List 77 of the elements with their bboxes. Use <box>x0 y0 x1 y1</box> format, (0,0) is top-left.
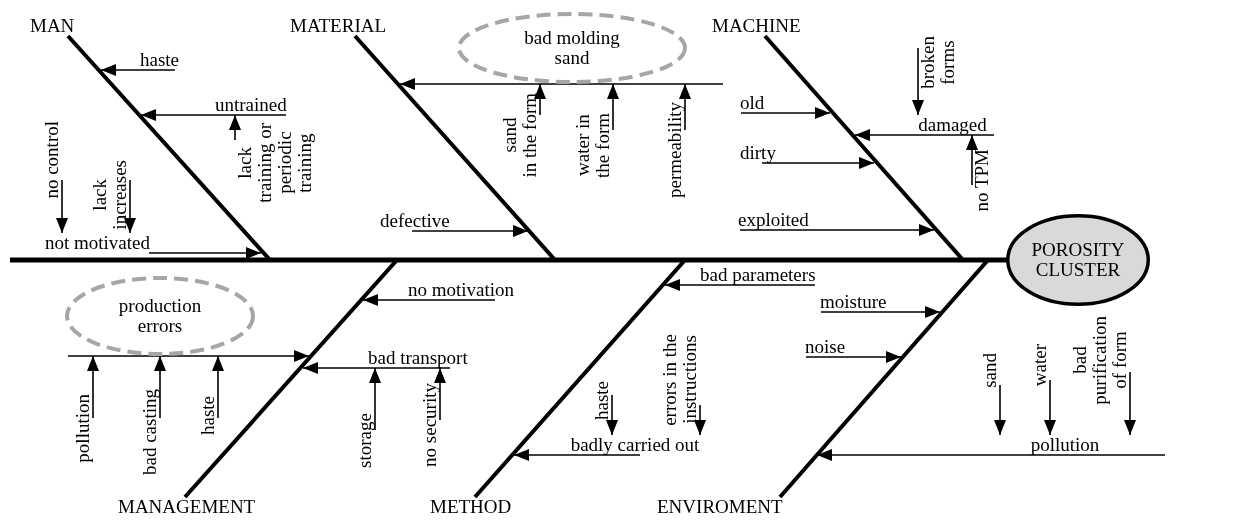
cause-label: sand <box>980 352 1000 388</box>
cause-label: broken forms <box>918 35 958 89</box>
category-label: ENVIROMENT <box>657 497 783 517</box>
cause-label: untrained <box>215 95 287 115</box>
cause-label: haste <box>198 395 218 435</box>
problem-ellipse: POROSITY CLUSTER <box>1006 214 1150 306</box>
grouping-ellipse: production errors <box>65 276 255 356</box>
cause-label: no TPM <box>972 149 992 212</box>
cause-label: pollution <box>73 393 93 463</box>
arrow <box>87 355 99 419</box>
cause-label: lack increases <box>90 160 130 230</box>
cause-label: noise <box>805 337 846 357</box>
arrow <box>154 355 166 419</box>
cause-label: storage <box>355 412 375 468</box>
cause-label: not motivated <box>45 233 150 253</box>
cause-label: dirty <box>740 143 776 163</box>
arrow <box>411 225 529 237</box>
arrow <box>1124 371 1136 436</box>
arrow <box>56 179 68 234</box>
arrow <box>761 157 875 169</box>
cause-label: badly carried out <box>555 435 715 455</box>
cause-label: bad transport <box>368 348 468 368</box>
arrow <box>694 404 706 436</box>
arrow <box>148 247 262 259</box>
cause-label: sand in the form <box>500 93 540 178</box>
arrow <box>534 83 546 116</box>
cause-label: water in the form <box>573 112 613 178</box>
arrow <box>100 64 176 76</box>
cause-label: water <box>1030 344 1050 387</box>
cause-label: bad parameters <box>700 265 816 285</box>
cause-label: defective <box>380 211 450 231</box>
cause-label: errors in the instructions <box>660 334 700 426</box>
arrow <box>140 109 287 121</box>
cause-label: no control <box>42 121 62 199</box>
arrow <box>664 279 816 291</box>
arrow <box>212 355 224 419</box>
arrow <box>816 449 1166 461</box>
arrow <box>369 367 381 431</box>
cause-label: no motivation <box>408 280 515 300</box>
arrow <box>302 362 451 374</box>
arrow <box>434 367 446 421</box>
arrow <box>362 294 496 306</box>
category-label: MAN <box>30 16 75 36</box>
cause-label: haste <box>592 380 612 420</box>
cause-label: no security <box>420 383 440 467</box>
arrow <box>679 83 691 131</box>
arrow <box>513 449 641 461</box>
arrow <box>124 179 136 234</box>
arrow <box>740 107 831 119</box>
cause-label: lack training or periodic training <box>235 123 315 203</box>
cause-label: old <box>740 93 765 113</box>
arrow <box>994 384 1006 436</box>
arrow <box>606 394 618 436</box>
arrow <box>854 129 995 141</box>
arrow <box>1044 379 1056 436</box>
arrow <box>229 114 241 141</box>
category-label: MANAGEMENT <box>118 497 256 517</box>
arrow <box>67 350 310 362</box>
arrow <box>739 224 935 236</box>
arrow <box>607 83 619 131</box>
bone-line <box>778 258 1006 499</box>
arrow <box>399 78 724 90</box>
cause-label: exploited <box>738 210 809 230</box>
cause-label: damaged <box>910 115 995 135</box>
arrow <box>820 306 941 318</box>
category-label: METHOD <box>430 497 512 517</box>
arrow <box>805 351 902 363</box>
arrow <box>912 47 924 116</box>
cause-label: bad casting <box>140 389 160 475</box>
category-label: MACHINE <box>712 16 801 36</box>
cause-label: moisture <box>820 292 887 312</box>
cause-label: pollution <box>955 435 1175 455</box>
cause-label: haste <box>140 50 180 70</box>
category-label: MATERIAL <box>290 16 387 36</box>
arrow <box>966 134 978 186</box>
cause-label: permeability <box>665 102 685 199</box>
grouping-ellipse: bad molding sand <box>457 12 687 84</box>
